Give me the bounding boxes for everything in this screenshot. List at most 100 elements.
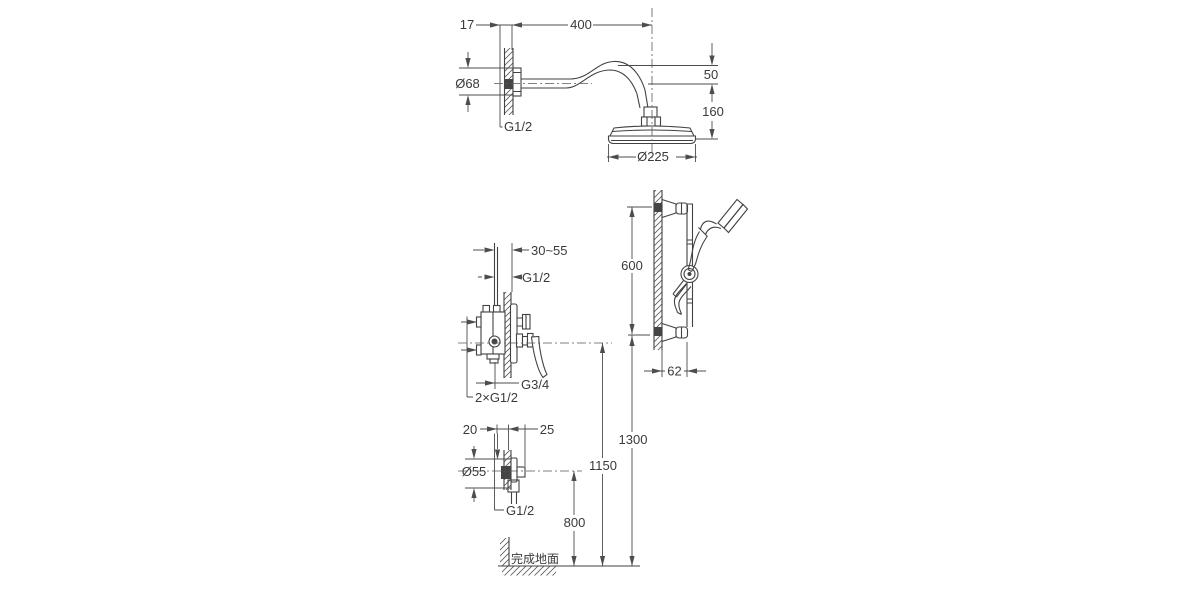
mixer-valve-view: 30~55 G1/2 G3/4 2×G1/2 (458, 243, 612, 405)
dim-arrow (467, 347, 477, 353)
outlet-pipe-stub (510, 492, 518, 504)
dim-arrow (487, 426, 497, 432)
dim-arrow (599, 556, 606, 566)
hose-outlet-view: 20 25 Ø55 G1/2 (458, 422, 582, 518)
dim-outlet-offset-right: 25 (540, 422, 554, 437)
overhead-shower-view: 17 400 Ø68 G1/2 50 160 Ø225 (455, 8, 724, 164)
dim-arrow (629, 556, 635, 566)
dim-arrow (608, 154, 619, 160)
dim-rail-height: 1300 (619, 432, 648, 447)
dim-embed-depth: 30~55 (531, 243, 568, 258)
hand-shower-neck (698, 220, 722, 237)
outlet-escutcheon (510, 457, 518, 483)
dim-arrow (465, 58, 471, 68)
installation-heights: 800 1150 1300 (564, 335, 648, 566)
arm-wall-stub (504, 79, 513, 89)
dim-arrow (484, 274, 495, 280)
dim-arrow (709, 129, 715, 139)
floor-section: 完成地面 (498, 537, 640, 576)
arm-nut (640, 116, 662, 127)
dim-arrow (508, 426, 519, 432)
dim-rail-wall-offset: 62 (667, 364, 681, 379)
dim-arrow (599, 343, 606, 353)
dim-arrow (709, 55, 715, 66)
dim-arrow (629, 324, 635, 334)
cartridge-step (521, 335, 529, 346)
outlet-section-cut (507, 479, 520, 493)
dim-arrow (484, 247, 495, 253)
dim-arrow (494, 449, 501, 460)
valve-inlet-port (475, 316, 482, 328)
dim-arrow (512, 274, 522, 280)
slider-knob-inner (683, 267, 696, 281)
outlet-elbow-body (501, 466, 511, 479)
label-arm-thread: G1/2 (504, 119, 532, 134)
dim-arm-length: 400 (570, 17, 592, 32)
dim-arrow (629, 207, 635, 217)
valve-upper-stub (516, 317, 523, 327)
cartridge-collar (515, 333, 524, 348)
dim-arrow (512, 22, 522, 28)
dim-lines-heights (573, 335, 633, 566)
dim-head-diameter: Ø225 (637, 149, 669, 164)
dim-lines-rail (627, 206, 706, 377)
dim-arrow (471, 449, 477, 459)
dim-arrow (571, 556, 577, 566)
dim-arrow (571, 471, 577, 481)
slider-lever (672, 280, 688, 298)
dim-arrow (465, 95, 471, 105)
dim-arrow (685, 154, 696, 160)
dim-arrow (652, 368, 662, 374)
dim-outlet-flange-diameter: Ø55 (462, 464, 487, 479)
valve-bottom-stub (489, 358, 499, 364)
dim-outlet-height: 800 (564, 515, 586, 530)
valve-inlet-port (475, 344, 482, 356)
label-inlet-threads: 2×G1/2 (475, 390, 518, 405)
label-supply-thread: G1/2 (522, 270, 550, 285)
bracket-anchor (654, 203, 662, 212)
dim-arrow (471, 488, 477, 498)
dim-arrow (512, 247, 522, 253)
dim-arrow (709, 84, 715, 94)
dim-arrow (485, 380, 495, 386)
hand-shower-handle (687, 231, 708, 272)
slider-knob-center (687, 272, 692, 276)
bottom-bracket-cone (661, 322, 677, 343)
supply-pipes (493, 243, 499, 312)
dim-arm-rise: 50 (704, 67, 718, 82)
dim-arrow (687, 368, 697, 374)
hand-shower-hose (673, 283, 692, 315)
wall-base-hatch (500, 538, 509, 566)
dim-arrow (467, 319, 477, 325)
dim-wall-thickness: 17 (460, 17, 474, 32)
valve-bottom-tab (486, 353, 500, 360)
label-finished-floor: 完成地面 (511, 551, 559, 566)
dim-arrow (629, 336, 635, 346)
dim-lines-top (459, 24, 718, 162)
bracket-anchor (654, 327, 662, 336)
arm-flange-lines (513, 71, 521, 93)
mixer-handle-lever (530, 335, 548, 379)
arm-collar (643, 106, 658, 118)
hand-shower-head-back (717, 198, 744, 229)
wall-section (504, 292, 511, 378)
valve-top-tab (492, 304, 501, 313)
dim-head-drop: 160 (702, 104, 724, 119)
dim-arrow (490, 22, 500, 28)
dim-flange-diameter: Ø68 (455, 76, 480, 91)
floor-hatch (502, 566, 556, 576)
hand-shower-head-face (723, 203, 749, 234)
dim-mixer-height: 1150 (589, 458, 617, 473)
valve-top-tab (482, 304, 491, 313)
top-bracket-cone (661, 198, 677, 219)
label-outlet-thread: G3/4 (521, 377, 549, 392)
outlet-spout (516, 466, 526, 478)
valve-knob-center (491, 338, 498, 345)
label-outlet-thread: G1/2 (506, 503, 534, 518)
wall-section (654, 190, 662, 350)
arm-nut-lines (646, 117, 656, 126)
dim-rail-length: 600 (621, 258, 643, 273)
dim-arrow (642, 22, 652, 28)
